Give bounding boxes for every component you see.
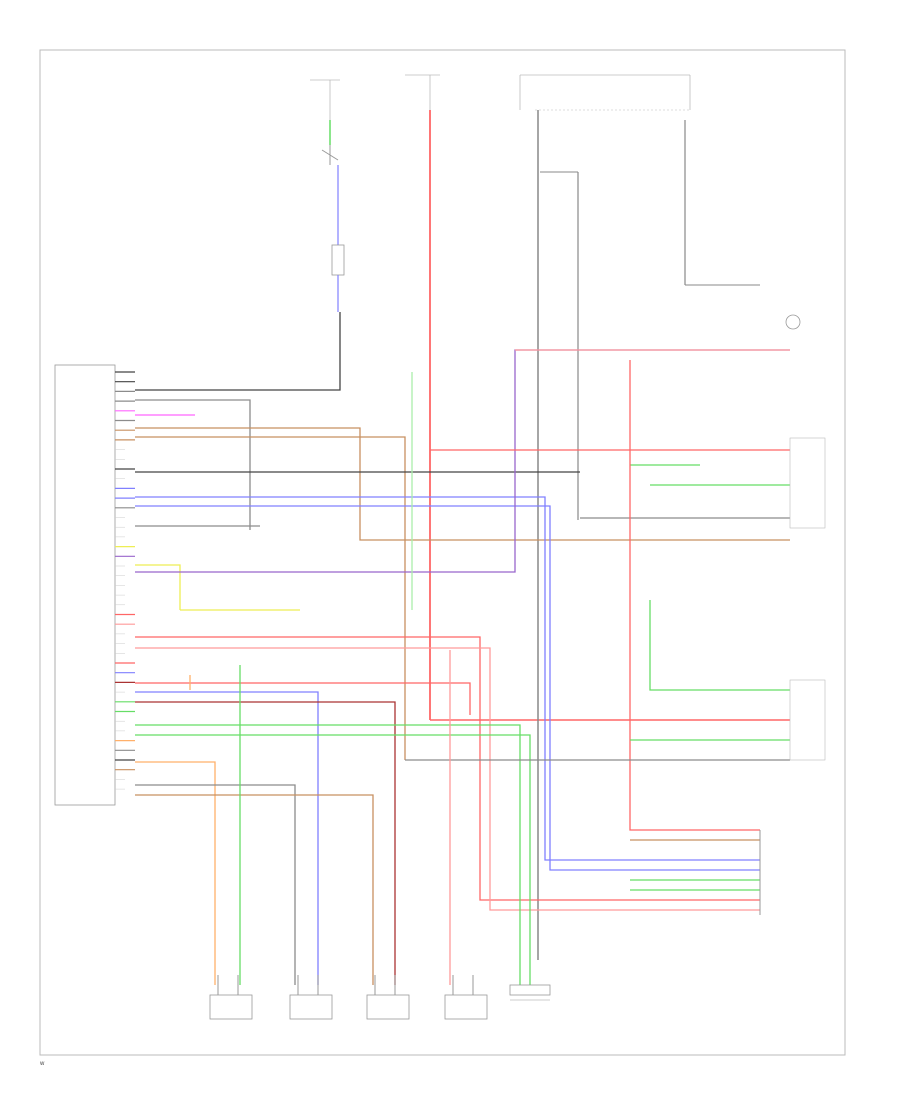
wheel-speed-sensor bbox=[366, 994, 410, 1020]
rear-connector-bracket bbox=[789, 679, 826, 761]
harness-wire bbox=[135, 427, 790, 541]
stop-lamp-switch bbox=[321, 149, 339, 161]
front-connector-bracket bbox=[789, 437, 826, 529]
harness-wire bbox=[135, 636, 760, 901]
connector-1 bbox=[331, 244, 345, 276]
power-source-2 bbox=[405, 74, 790, 721]
ground-symbol bbox=[785, 314, 801, 330]
diagram-footer-code: W bbox=[40, 1061, 45, 1067]
harness-wire bbox=[135, 505, 760, 871]
harness-wire bbox=[135, 701, 396, 985]
harness-wire bbox=[135, 734, 531, 985]
power-source-1 bbox=[310, 79, 345, 312]
harness-wire bbox=[135, 784, 296, 985]
harness-wire bbox=[135, 399, 251, 530]
harness-wire bbox=[135, 564, 181, 610]
harness-wire bbox=[135, 761, 216, 985]
ecu-pin-group bbox=[115, 371, 135, 790]
harness-wire bbox=[135, 436, 406, 760]
harness-wire bbox=[135, 496, 760, 861]
harness-wire bbox=[135, 682, 471, 715]
wheel-speed-sensor bbox=[289, 994, 333, 1020]
g-sensor bbox=[509, 984, 551, 996]
abs-control-module bbox=[54, 364, 116, 806]
wheel-speed-sensor bbox=[444, 994, 488, 1020]
harness-wire bbox=[135, 724, 521, 985]
harness-wire bbox=[135, 794, 374, 985]
harness-wire bbox=[135, 691, 319, 985]
wheel-speed-sensor bbox=[209, 994, 253, 1020]
harness-wire bbox=[135, 312, 341, 391]
diagram-frame bbox=[39, 49, 846, 1056]
harness-wire bbox=[649, 600, 790, 691]
harness-lines bbox=[135, 312, 790, 985]
harness-wire bbox=[629, 360, 760, 831]
harness-wire bbox=[135, 349, 790, 573]
power-source-3 bbox=[519, 74, 760, 960]
wheel-speed-sensors bbox=[209, 975, 488, 1020]
harness-wire bbox=[135, 647, 760, 911]
